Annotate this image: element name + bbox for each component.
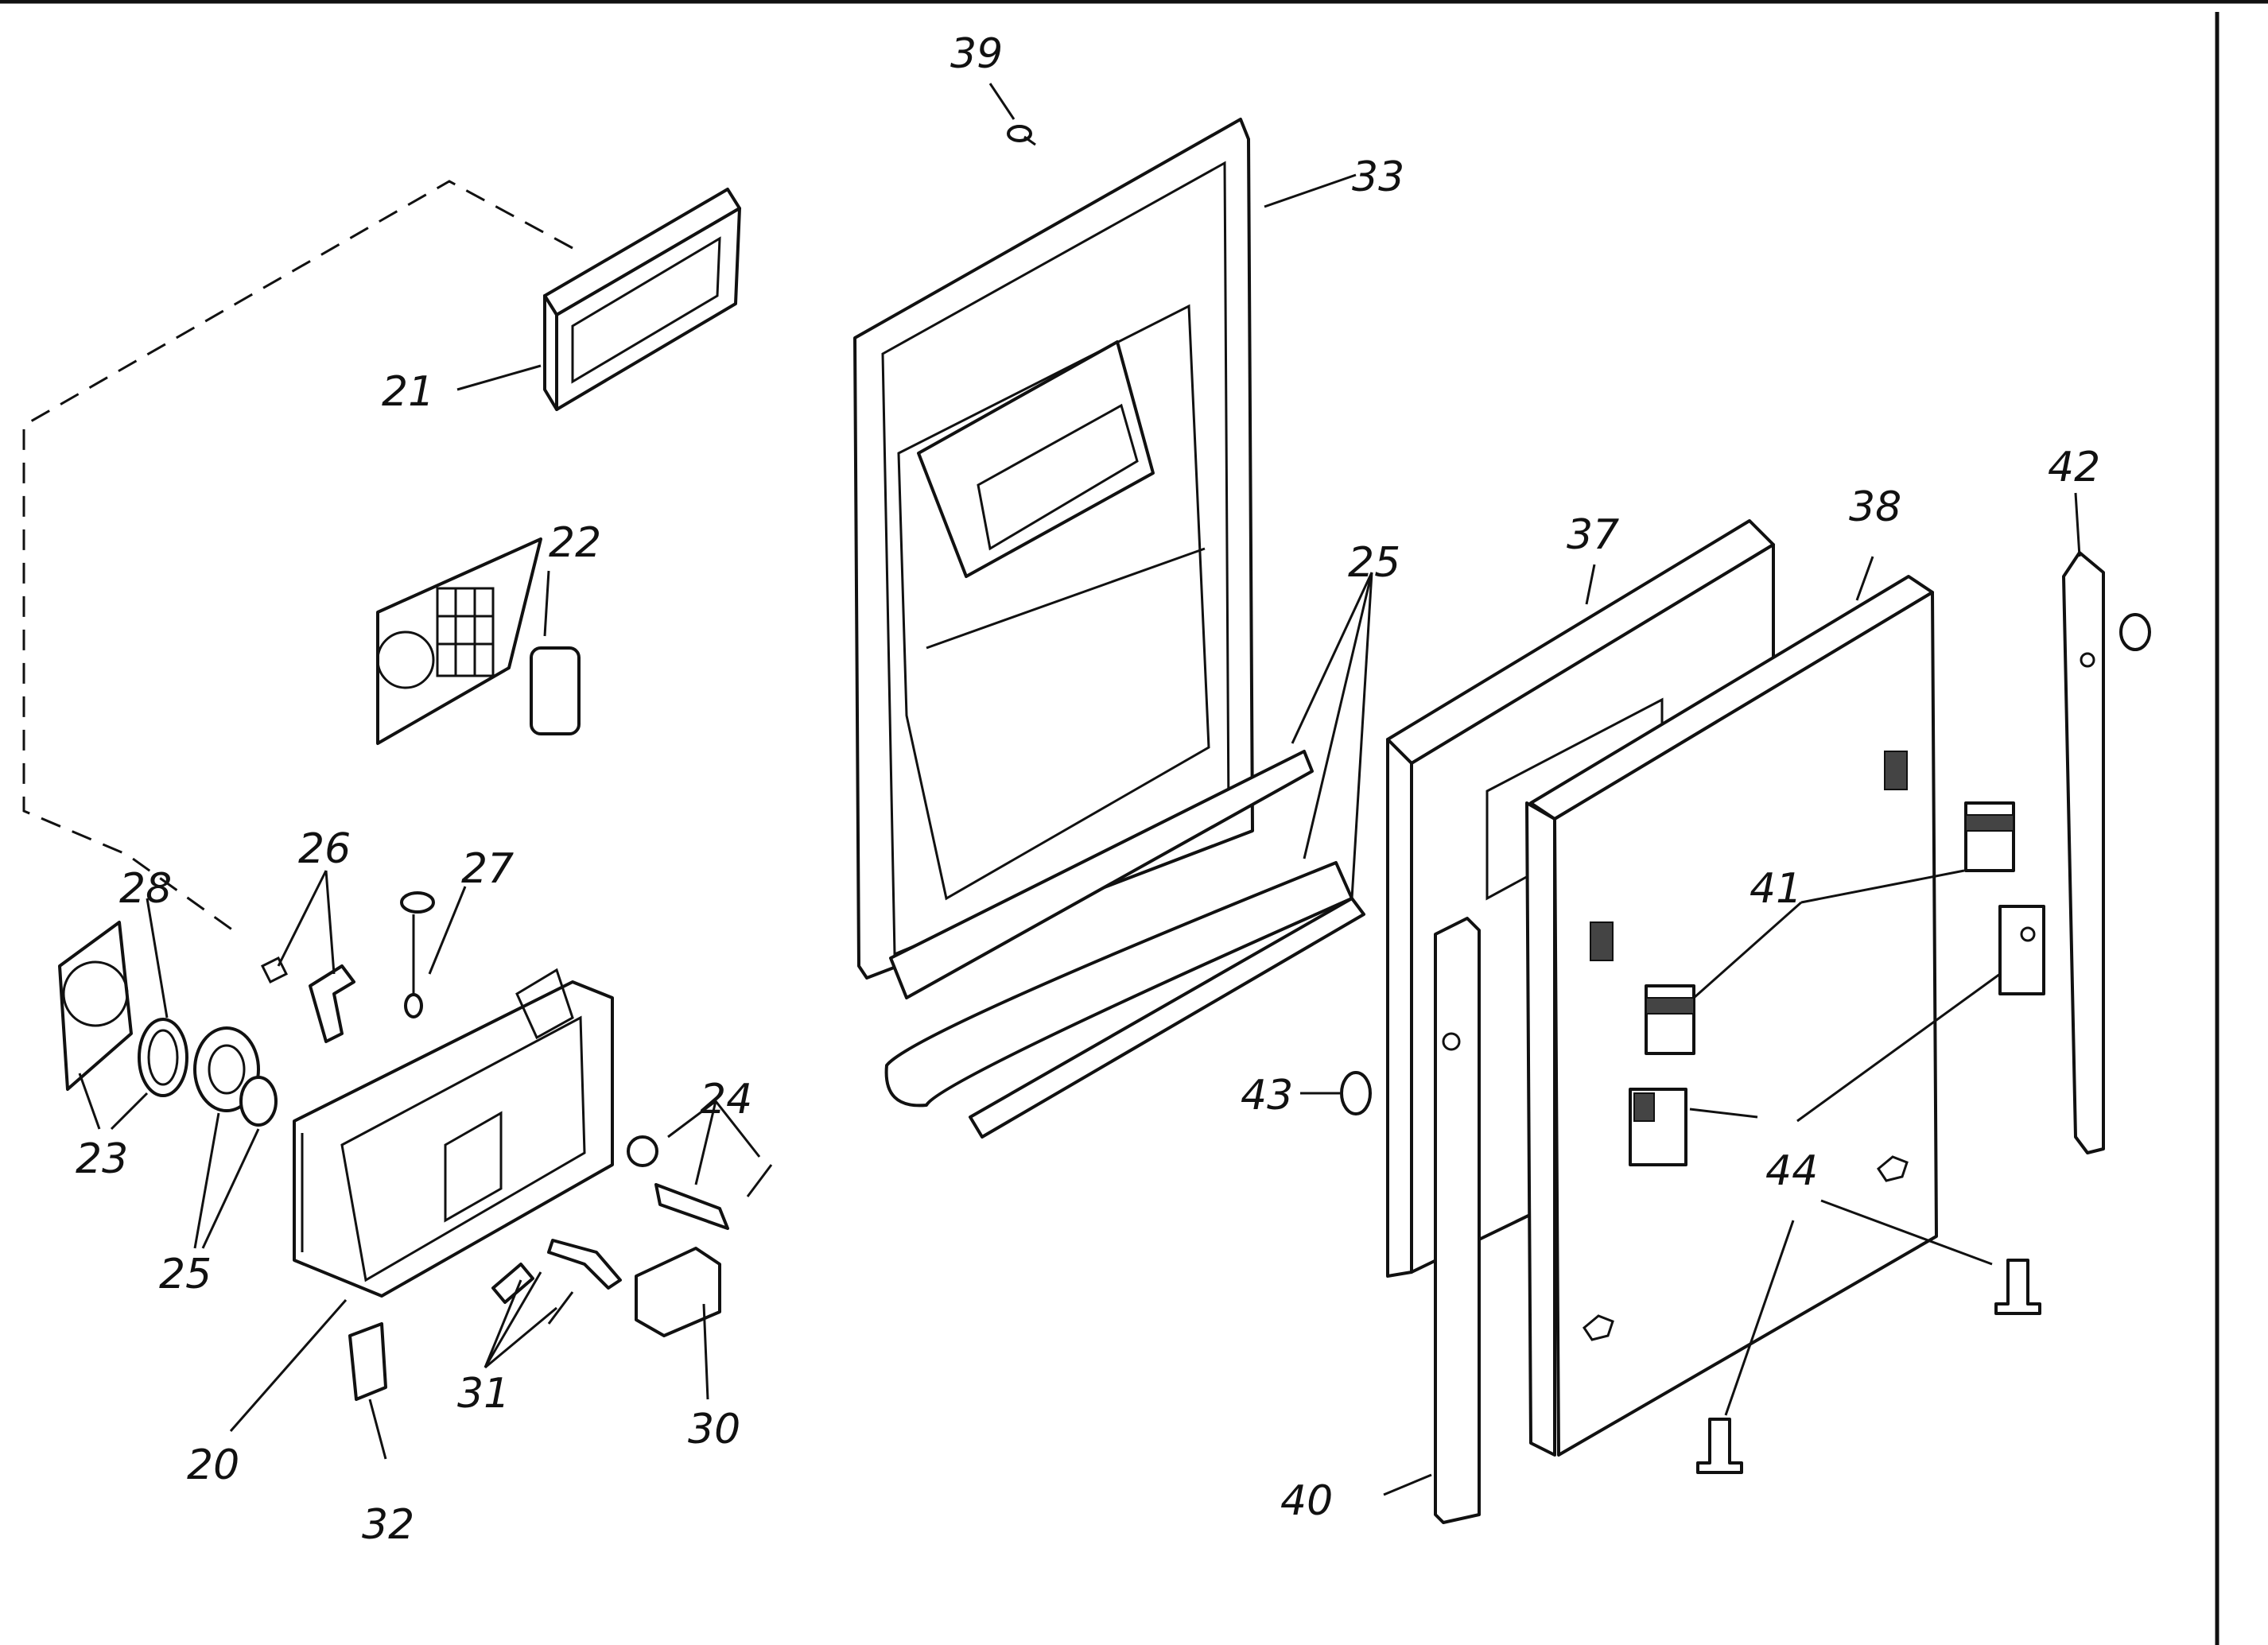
callout-23: 23 [76,1135,128,1183]
part-23-cover [58,921,133,1091]
callout-21: 21 [382,368,434,416]
part-44-bracket-left [1629,1088,1687,1166]
part-28-ring [138,1018,188,1097]
callout-25-top: 25 [1348,539,1400,587]
callout-26: 26 [298,825,351,873]
part-25-knob-assembly [193,1026,278,1127]
callout-39: 39 [950,30,1003,78]
part-44-hinge-right [1994,1259,2041,1315]
callout-22: 22 [549,519,601,567]
callout-44: 44 [1765,1147,1818,1195]
leader-lines [78,83,2081,1496]
callout-32: 32 [362,1501,414,1549]
part-40-vertical-strip [1434,917,1481,1524]
callout-27: 27 [461,845,514,893]
callout-37: 37 [1567,511,1619,559]
part-44-hinge-bottom [1696,1418,1743,1474]
part-31-levers-and-springs [491,1239,622,1325]
part-20-control-housing [293,968,614,1298]
part-42-vertical-strip [2062,551,2105,1154]
part-21-window-frame [543,188,741,411]
callout-38: 38 [1849,483,1901,531]
part-43-knob [1340,1071,1372,1115]
callout-33: 33 [1352,153,1404,201]
part-42-knob [2119,613,2151,651]
callout-41: 41 [1750,865,1802,913]
part-33-inner-door-panel [853,118,1254,980]
part-24-ball-and-lever [627,1135,773,1230]
callout-24: 24 [700,1076,752,1123]
part-27-pin [400,891,435,1018]
part-44-bracket-right [1998,905,2045,995]
callout-31: 31 [457,1370,510,1418]
callout-30: 30 [688,1406,740,1453]
part-41-clip-left [1645,984,1695,1055]
part-26-spring-and-lever [260,956,355,1043]
callout-43: 43 [1241,1072,1293,1119]
assembly-guide-dashed-line [22,180,573,936]
part-39-screw [1007,125,1036,146]
part-22-filter-pad [530,646,581,735]
callout-28: 28 [119,865,172,913]
part-38-front-panel [1525,575,1938,1457]
part-25-bottom-trim-rail [884,750,1365,1139]
part-22-filter-grid [376,537,542,745]
callout-20: 20 [187,1441,239,1489]
callout-40: 40 [1280,1477,1333,1525]
callout-25-bottom: 25 [159,1251,212,1298]
part-41-clip-right [1964,801,2015,872]
callout-42: 42 [2048,444,2100,491]
part-32-plate [348,1322,387,1401]
part-30-switch [635,1247,721,1337]
